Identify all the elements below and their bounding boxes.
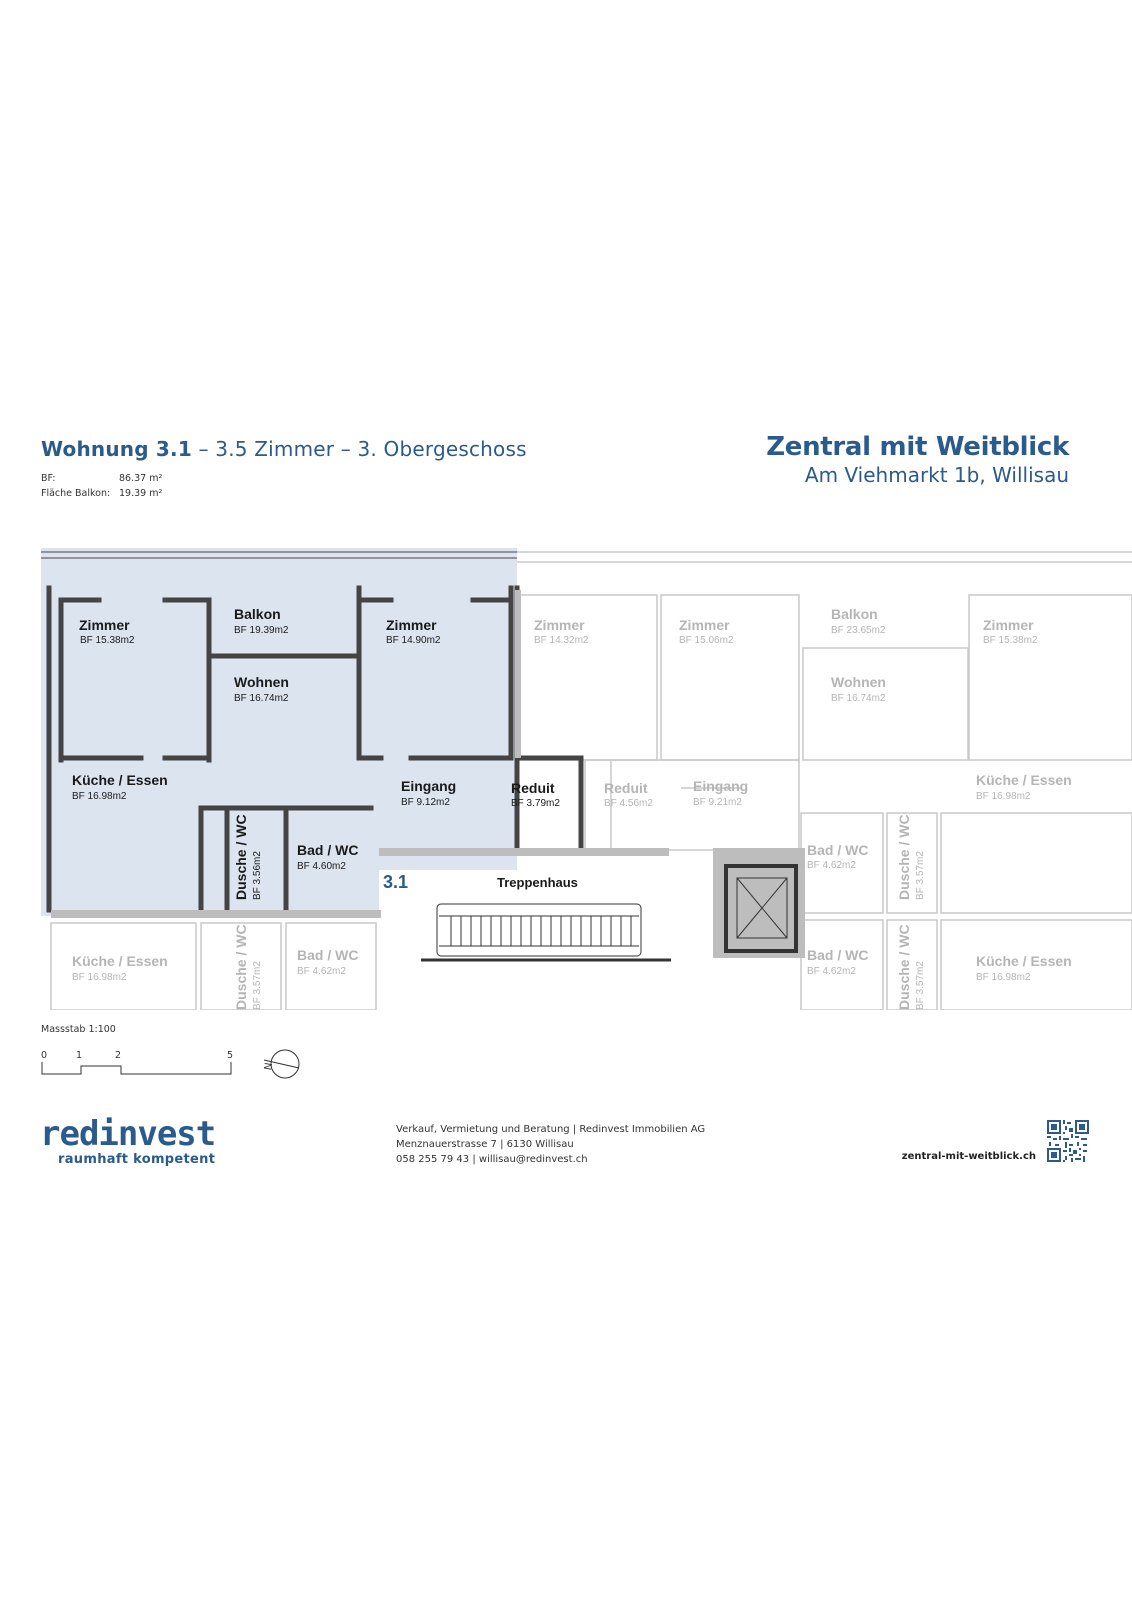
- ghost-room-area: BF 14.32m2: [534, 635, 589, 646]
- room-name-balkon: Balkon: [234, 606, 281, 622]
- room-name-reduit: Reduit: [511, 780, 555, 796]
- ghost-room-area: BF 15.38m2: [983, 635, 1038, 646]
- room-name-bad: Bad / WC: [297, 842, 358, 858]
- ghost-room-name: Dusche / WC: [896, 814, 912, 900]
- unit-walls: [46, 585, 584, 913]
- stair-drawing: [421, 864, 798, 962]
- ghost-room-area: BF 4.62m2: [807, 860, 856, 871]
- ghost-room-name: Zimmer: [983, 617, 1034, 633]
- ghost-room-name: Bad / WC: [297, 947, 358, 963]
- ghost-room-area: BF 4.62m2: [297, 966, 346, 977]
- ghost-room-name: Wohnen: [831, 674, 886, 690]
- ghost-room-area: BF 16.74m2: [831, 693, 886, 704]
- project-header: Zentral mit Weitblick Am Viehmarkt 1b, W…: [766, 432, 1069, 487]
- ghost-room-name: Küche / Essen: [976, 772, 1072, 788]
- unit-highlight: [41, 548, 517, 916]
- north-label: N: [263, 1062, 275, 1071]
- unit-title-number: Wohnung 3.1: [41, 437, 192, 461]
- ghost-room-area: BF 23.65m2: [831, 625, 886, 636]
- stat-row-bf: BF: 86.37 m²: [41, 471, 527, 486]
- balcony-rail: [41, 551, 517, 559]
- room-name-wohnen: Wohnen: [234, 674, 289, 690]
- scale-bar: [41, 1062, 232, 1075]
- ghost-room-area: BF 3.57m2: [915, 961, 926, 1010]
- stair-label: Treppenhaus: [497, 875, 578, 890]
- project-title: Zentral mit Weitblick: [766, 432, 1069, 462]
- unit-header: Wohnung 3.1 – 3.5 Zimmer – 3. Obergescho…: [41, 437, 527, 501]
- stat-value: 19.39 m²: [119, 488, 163, 499]
- ghost-room-area: BF 4.62m2: [807, 966, 856, 977]
- neighbour-linework: [50, 551, 1132, 1010]
- scale-tick: 1: [76, 1050, 83, 1061]
- room-name-eingang: Eingang: [401, 778, 456, 794]
- stat-value: 86.37 m²: [119, 473, 163, 484]
- scale-label: Massstab 1:100: [41, 1024, 116, 1035]
- room-area-bad: BF 4.60m2: [297, 861, 346, 872]
- contact-line: 058 255 79 43 | willisau@redinvest.ch: [396, 1154, 588, 1165]
- ghost-room-area: BF 16.98m2: [72, 972, 127, 983]
- unit-title: Wohnung 3.1 – 3.5 Zimmer – 3. Obergescho…: [41, 437, 527, 461]
- stat-label: BF:: [41, 473, 56, 484]
- north-arrow-icon: N: [263, 1049, 300, 1079]
- ghost-room-name: Eingang: [693, 778, 748, 794]
- unit-title-detail: – 3.5 Zimmer – 3. Obergeschoss: [191, 437, 527, 461]
- qr-code-icon[interactable]: [1047, 1120, 1089, 1162]
- unit-stats: BF: 86.37 m² Fläche Balkon: 19.39 m²: [41, 471, 527, 501]
- room-name-kueche: Küche / Essen: [72, 772, 168, 788]
- contact-block: Verkauf, Vermietung und Beratung | Redin…: [396, 1122, 705, 1167]
- ghost-room-area: BF 4.56m2: [604, 798, 653, 809]
- room-name-zimmer-2: Zimmer: [386, 617, 437, 633]
- project-address: Am Viehmarkt 1b, Willisau: [804, 463, 1069, 487]
- scale-tick: 5: [227, 1050, 234, 1061]
- scale-tick: 2: [115, 1050, 122, 1061]
- room-area-eingang: BF 9.12m2: [401, 797, 450, 808]
- room-area-zimmer-1: BF 15.38m2: [80, 635, 135, 646]
- contact-line: Menznauerstrasse 7 | 6130 Willisau: [396, 1139, 574, 1150]
- room-name-zimmer-1: Zimmer: [79, 617, 130, 633]
- room-area-kueche: BF 16.98m2: [72, 791, 127, 802]
- room-area-dusche: BF 3.56m2: [252, 851, 263, 900]
- room-area-wohnen: BF 16.74m2: [234, 693, 289, 704]
- floor-plan: Zimmer BF 15.38m2 Balkon BF 19.39m2 Zimm…: [41, 548, 1132, 1010]
- ghost-room-name: Küche / Essen: [976, 953, 1072, 969]
- logo-tagline: raumhaft kompetent: [58, 1152, 216, 1167]
- ghost-room-name: Zimmer: [679, 617, 730, 633]
- ghost-room-name: Küche / Essen: [72, 953, 168, 969]
- unit-number-label: 3.1: [383, 872, 408, 892]
- scale-tick: 0: [41, 1050, 48, 1061]
- ghost-room-name: Balkon: [831, 606, 878, 622]
- ghost-room-name: Dusche / WC: [233, 924, 249, 1010]
- room-area-balkon: BF 19.39m2: [234, 625, 289, 636]
- ghost-room-name: Zimmer: [534, 617, 585, 633]
- stat-label: Fläche Balkon:: [41, 488, 111, 499]
- room-area-reduit: BF 3.79m2: [511, 798, 560, 809]
- ghost-room-area: BF 15.06m2: [679, 635, 734, 646]
- ghost-room-area: BF 3.57m2: [915, 851, 926, 900]
- ghost-room-area: BF 3.57m2: [252, 961, 263, 1010]
- room-area-zimmer-2: BF 14.90m2: [386, 635, 441, 646]
- logo-word: redinvest: [40, 1114, 216, 1154]
- ghost-room-name: Bad / WC: [807, 947, 868, 963]
- website-link[interactable]: zentral-mit-weitblick.ch: [901, 1151, 1036, 1162]
- ghost-room-name: Dusche / WC: [896, 924, 912, 1010]
- floor-plan-svg: Zimmer BF 15.38m2 Balkon BF 19.39m2 Zimm…: [41, 548, 1132, 1010]
- ghost-room-area: BF 16.98m2: [976, 791, 1031, 802]
- stat-row-balkon: Fläche Balkon: 19.39 m²: [41, 486, 527, 501]
- ghost-room-area: BF 9.21m2: [693, 797, 742, 808]
- ghost-room-name: Reduit: [604, 780, 648, 796]
- ghost-room-name: Bad / WC: [807, 842, 868, 858]
- scale-ticks: 0 1 2 5: [41, 1050, 241, 1062]
- room-name-dusche: Dusche / WC: [233, 814, 249, 900]
- ghost-room-area: BF 16.98m2: [976, 972, 1031, 983]
- redinvest-logo: redinvest raumhaft kompetent: [40, 1114, 216, 1167]
- contact-line: Verkauf, Vermietung und Beratung | Redin…: [396, 1124, 706, 1135]
